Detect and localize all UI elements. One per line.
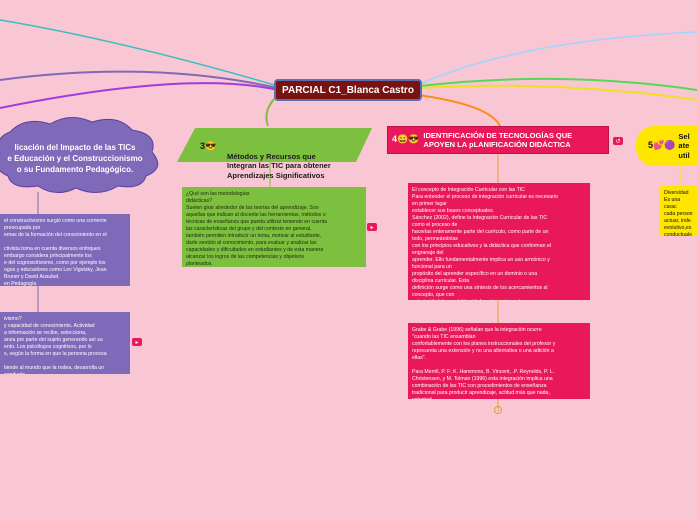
magenta-branch-box-1[interactable]: El concepto de Integración Curricular co… [408, 183, 590, 300]
magenta-branch-icons: 4😀😎 [392, 134, 420, 145]
left-branch-title[interactable]: licación del Impacto de las TICs e Educa… [7, 143, 143, 174]
yellow-branch-icons: 5💕🟣 [648, 140, 676, 151]
magenta-branch-label: IDENTIFICACIÓN DE TECNOLOGÍAS QUE APOYEN… [423, 130, 573, 149]
collapse-toggle-green[interactable]: ▸ [367, 223, 377, 231]
yellow-branch-label: Sel ate util [678, 131, 690, 160]
green-branch-label: Métodos y Recursos que Integran las TIC … [227, 151, 331, 181]
left-branch-box-2[interactable]: ivismo? y capacidad de conocimiento. Act… [0, 312, 130, 374]
green-branch-box[interactable]: ¿Qué son las metodologías didácticas? Su… [182, 187, 366, 267]
yellow-branch-box[interactable]: Diversidad Es una carac cada person actu… [660, 186, 697, 236]
collapse-toggle-magenta[interactable]: ↺ [613, 137, 623, 145]
green-branch-icons: 3😎 [200, 141, 217, 151]
magenta-branch-box-2[interactable]: Grabe & Grabe (1996) señalan que la inte… [408, 323, 590, 399]
expand-circle-icon[interactable]: 1 [494, 406, 502, 414]
root-topic-title: PARCIAL C1_Blanca Castro [282, 84, 414, 96]
magenta-branch-title[interactable]: 4😀😎 IDENTIFICACIÓN DE TECNOLOGÍAS QUE AP… [387, 126, 609, 154]
collapse-toggle-left[interactable]: ▸ [132, 338, 142, 346]
green-branch-title[interactable]: 3😎 Métodos y Recursos que Integran las T… [195, 132, 345, 191]
root-topic[interactable]: PARCIAL C1_Blanca Castro [274, 79, 422, 101]
yellow-branch-title[interactable]: 5💕🟣 Sel ate util [636, 126, 697, 166]
left-branch-box-1[interactable]: el constructivismo surgió como una corri… [0, 214, 130, 286]
